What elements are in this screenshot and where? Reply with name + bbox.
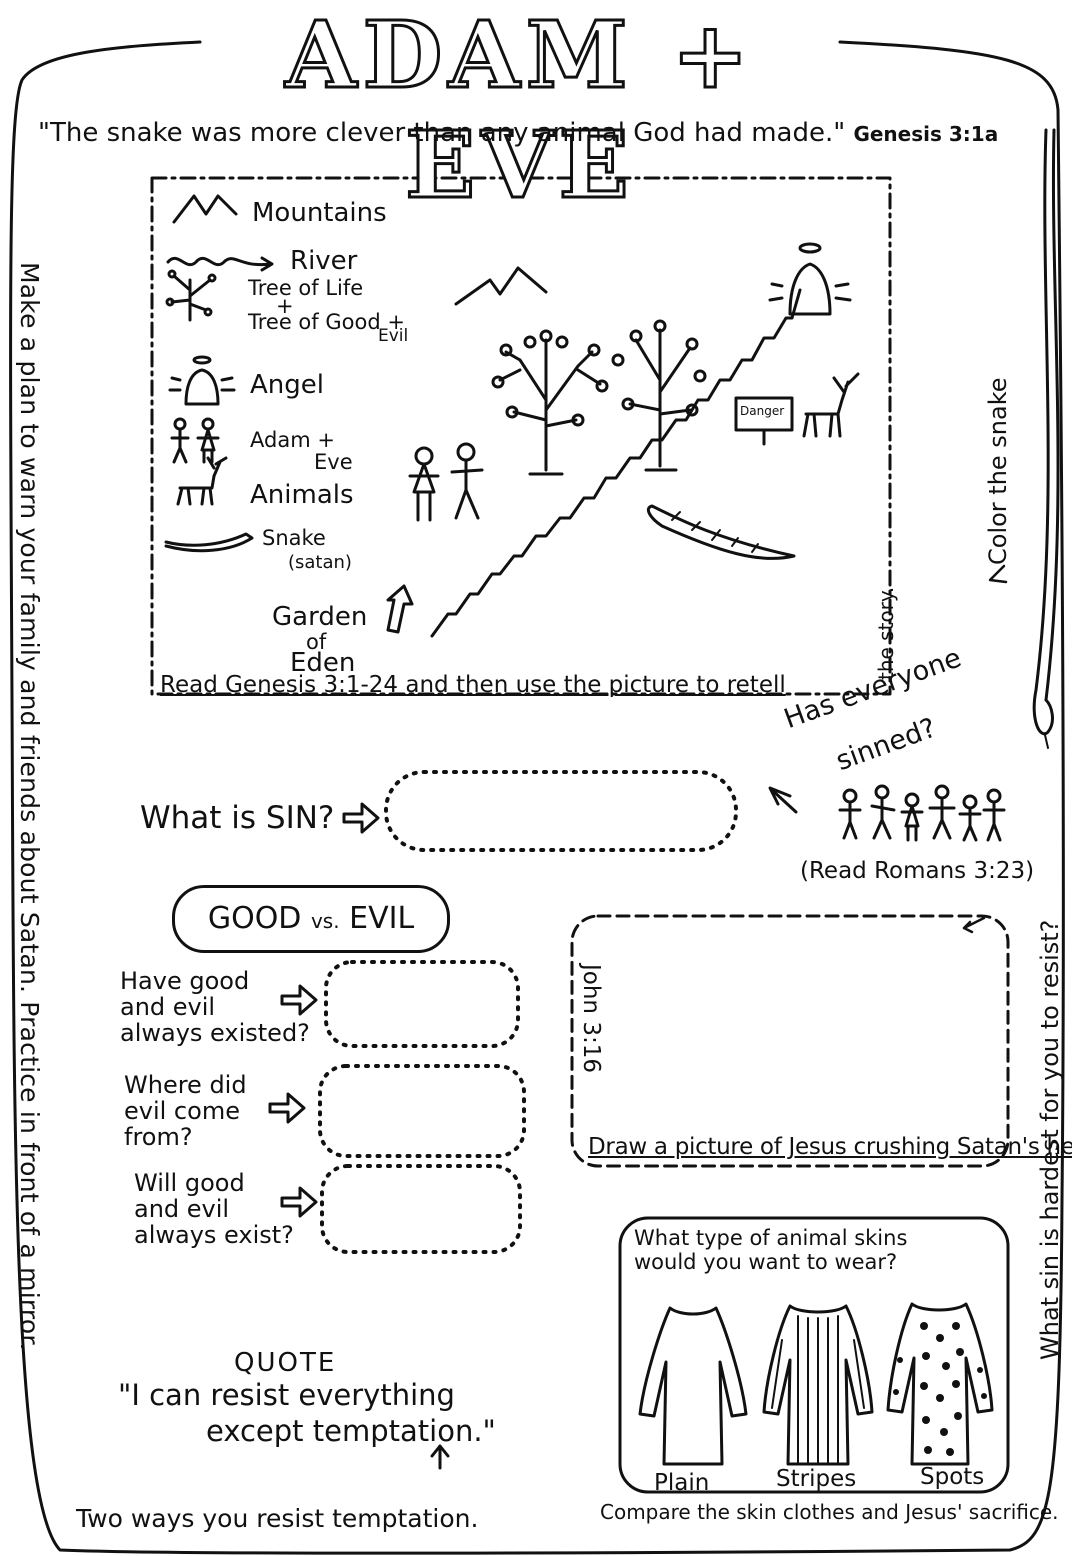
sin-answer-box bbox=[384, 770, 738, 852]
question-where: Where did evil come from? bbox=[124, 1072, 247, 1150]
answer-box-where bbox=[318, 1064, 526, 1158]
question-line: always exist? bbox=[134, 1221, 294, 1249]
danger-sign-label: Danger bbox=[740, 404, 785, 418]
top-quote-text: "The snake was more clever than any anim… bbox=[38, 118, 846, 148]
quote-line-2: except temptation." bbox=[206, 1414, 496, 1448]
top-quote-reference: Genesis 3:1a bbox=[853, 122, 999, 146]
map-mountains bbox=[454, 266, 548, 306]
legend-tree-of-life: Tree of Life bbox=[248, 276, 364, 300]
animal-icon bbox=[176, 456, 228, 506]
evil-label: EVIL bbox=[349, 901, 415, 936]
arrow-icon-3 bbox=[280, 1186, 318, 1218]
skins-box bbox=[618, 1216, 1010, 1494]
map-garden-3: Eden bbox=[290, 648, 356, 678]
garden-arrow-icon bbox=[386, 584, 414, 634]
page-title: ADAM + EVE bbox=[284, 0, 755, 221]
map-adam-eve bbox=[408, 442, 484, 522]
right-side-question: What sin is hardest for you to resist? bbox=[1036, 919, 1064, 1360]
top-quote: "The snake was more clever than any anim… bbox=[38, 118, 998, 148]
legend-river: River bbox=[290, 246, 358, 276]
map-deer bbox=[802, 372, 860, 438]
color-snake-label: Color the snake bbox=[984, 377, 1012, 565]
snake-icon bbox=[164, 532, 254, 553]
answer-box-exist bbox=[320, 1164, 522, 1254]
question-line: Have good bbox=[120, 967, 250, 995]
question-exist: Will good and evil always exist? bbox=[134, 1170, 294, 1248]
question-line: Where did bbox=[124, 1071, 247, 1099]
striped-robe-icon bbox=[762, 1304, 874, 1466]
legend-adam: Adam + bbox=[250, 428, 335, 452]
six-people-icon bbox=[838, 784, 1006, 842]
question-existed: Have good and evil always existed? bbox=[120, 968, 310, 1046]
skin-plain-label: Plain bbox=[654, 1470, 710, 1496]
mountain-icon bbox=[172, 194, 238, 224]
question-line: always existed? bbox=[120, 1019, 310, 1047]
skins-question-2: would you want to wear? bbox=[634, 1250, 898, 1274]
draw-instruction: Draw a picture of Jesus crushing Satan's… bbox=[588, 1134, 1072, 1160]
arrow-icon-2 bbox=[268, 1092, 306, 1124]
compare-skins: Compare the skin clothes and Jesus' sacr… bbox=[600, 1500, 1059, 1524]
page-border bbox=[9, 40, 1065, 1555]
quote-label: QUOTE bbox=[234, 1348, 337, 1378]
adam-eve-icon bbox=[170, 417, 220, 464]
legend-eve: Eve bbox=[314, 450, 353, 474]
sin-arrow-icon bbox=[342, 802, 380, 834]
question-line: and evil bbox=[120, 993, 216, 1021]
question-line: from? bbox=[124, 1123, 193, 1151]
legend-angel: Angel bbox=[250, 370, 324, 400]
skins-question-1: What type of animal skins bbox=[634, 1226, 908, 1250]
tree-icon bbox=[165, 269, 217, 322]
map-stairs bbox=[430, 288, 802, 638]
legend-mountains: Mountains bbox=[252, 198, 387, 228]
angel-icon bbox=[168, 355, 236, 406]
map-tree-of-knowledge bbox=[611, 319, 707, 472]
answer-box-existed bbox=[324, 960, 520, 1048]
has-sinned-arrow-icon bbox=[768, 786, 798, 814]
plain-robe-icon bbox=[638, 1306, 748, 1466]
good-label: GOOD bbox=[207, 901, 302, 936]
legend-snake-sub: (satan) bbox=[288, 552, 352, 573]
skin-spots-label: Spots bbox=[920, 1464, 985, 1490]
quote-arrow-icon bbox=[430, 1444, 450, 1470]
legend-evil: Evil bbox=[378, 326, 409, 346]
arrow-icon-1 bbox=[280, 984, 318, 1016]
legend-plus: + bbox=[276, 294, 294, 318]
legend-animals: Animals bbox=[250, 480, 354, 510]
map-garden-1: Garden bbox=[272, 602, 368, 632]
river-icon bbox=[166, 256, 274, 272]
left-side-instruction: Make a plan to warn your family and frie… bbox=[15, 262, 44, 1351]
vs-label: vs. bbox=[310, 909, 340, 933]
spotted-robe-icon bbox=[886, 1302, 994, 1466]
bottom-instruction: Two ways you resist temptation. bbox=[76, 1504, 479, 1533]
sin-question: What is SIN? bbox=[140, 800, 335, 836]
map-instruction: Read Genesis 3:1-24 and then use the pic… bbox=[160, 672, 786, 698]
question-line: Will good bbox=[134, 1169, 245, 1197]
map-tree-of-life bbox=[491, 329, 609, 476]
hanging-snake bbox=[1032, 128, 1060, 736]
legend-snake: Snake bbox=[262, 526, 326, 550]
question-line: evil come bbox=[124, 1097, 240, 1125]
legend-tree-of-good-evil: Tree of Good + bbox=[248, 310, 405, 334]
quote-line-1: "I can resist everything bbox=[118, 1378, 455, 1412]
skin-stripes-label: Stripes bbox=[776, 1466, 857, 1492]
question-line: and evil bbox=[134, 1195, 230, 1223]
read-romans: (Read Romans 3:23) bbox=[800, 858, 1035, 884]
color-snake-arrow-icon bbox=[988, 564, 1008, 584]
map-garden-2: of bbox=[306, 630, 327, 654]
map-angel bbox=[768, 242, 852, 316]
good-vs-evil-heading: GOOD vs. EVIL bbox=[172, 885, 450, 953]
john-reference: John 3:16 bbox=[578, 964, 604, 1073]
drawing-box bbox=[570, 914, 1010, 1168]
map-snake bbox=[646, 504, 796, 560]
map-frame bbox=[150, 176, 892, 696]
spots bbox=[893, 1322, 987, 1456]
